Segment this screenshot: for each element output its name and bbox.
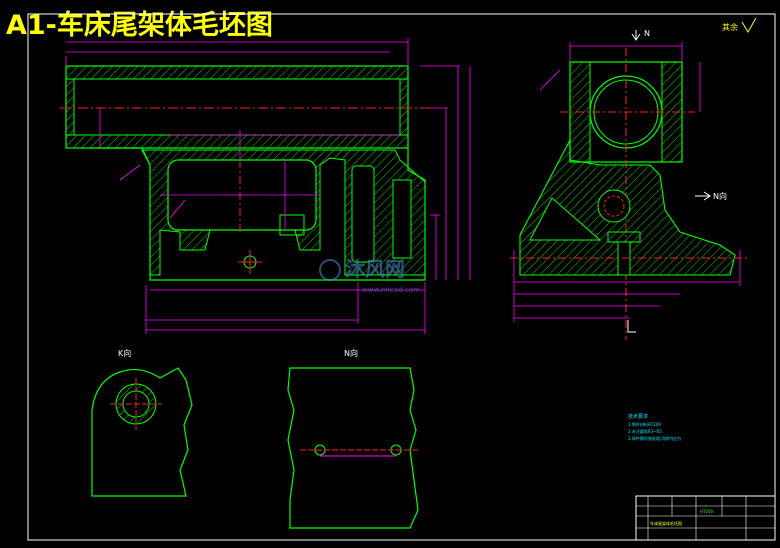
roughness-symbol-icon [741, 17, 757, 33]
title-block: 车床尾架体毛坯图 HT200 [635, 495, 776, 541]
notes-line-3: 3.铸件需时效处理,消除内应力 [628, 435, 681, 441]
title-block-material: HT200 [700, 509, 714, 514]
watermark: 沐风网 www.mfcad.com [319, 257, 420, 294]
side-view [510, 30, 748, 340]
notes-heading: 技术要求 [628, 413, 648, 420]
technical-notes: 技术要求 1.铸件材料HT200 2.未注圆角R3~R5 3.铸件需时效处理,消… [628, 413, 681, 441]
watermark-url: www.mfcad.com [362, 286, 420, 294]
drawing-title: A1-车床尾架体毛坯图 [6, 10, 273, 41]
n-section-mark-top: N [644, 29, 650, 38]
n-view [287, 367, 420, 529]
roughness-note: 其余 [722, 22, 738, 32]
drawing-border [27, 13, 776, 541]
k-view [91, 367, 193, 497]
main-front-view [60, 38, 471, 334]
title-block-part-name: 车床尾架体毛坯图 [650, 520, 682, 526]
n-section-mark-right: N向 [713, 191, 727, 201]
watermark-text: 沐风网 [345, 257, 405, 281]
notes-line-2: 2.未注圆角R3~R5 [628, 428, 662, 434]
k-view-label: K向 [118, 348, 131, 358]
n-view-label: N向 [344, 348, 358, 358]
notes-line-1: 1.铸件材料HT200 [628, 421, 661, 427]
